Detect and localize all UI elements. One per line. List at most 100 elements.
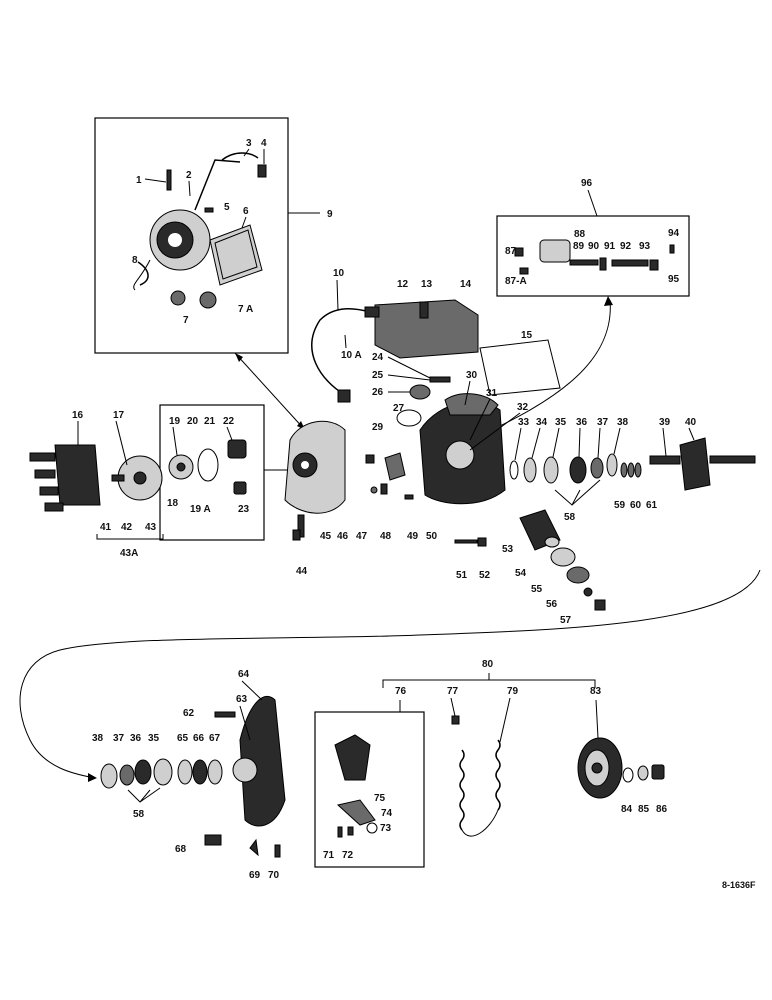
arrowhead-38 — [88, 773, 97, 782]
label-65: 65 — [177, 733, 189, 744]
part-26 — [409, 384, 431, 400]
label-4: 4 — [261, 138, 267, 149]
label-70: 70 — [268, 870, 280, 881]
end-cover-64 — [214, 695, 286, 827]
bracket-58b — [127, 787, 161, 803]
label-54: 54 — [515, 568, 527, 579]
label-19a: 19 A — [190, 504, 211, 515]
label-14: 14 — [460, 279, 472, 290]
label-56: 56 — [546, 599, 558, 610]
label-57: 57 — [560, 615, 572, 626]
label-36: 36 — [576, 417, 588, 428]
label-55: 55 — [531, 584, 543, 595]
inset-box-9 — [94, 117, 289, 354]
arrow-9-to-45 — [234, 352, 306, 431]
label-39: 39 — [659, 417, 671, 428]
part-70 — [274, 844, 281, 858]
gasket-15 — [479, 339, 561, 396]
washer-85 — [637, 765, 649, 781]
label-10a: 10 A — [341, 350, 362, 361]
label-73: 73 — [380, 823, 392, 834]
bracket-80 — [382, 679, 596, 688]
ring-35b — [153, 758, 173, 786]
label-43: 43 — [145, 522, 157, 533]
label-83: 83 — [590, 686, 602, 697]
label-58: 58 — [564, 512, 576, 523]
part-72 — [347, 826, 354, 836]
part-77 — [451, 715, 460, 725]
label-29: 29 — [372, 422, 384, 433]
part-60 — [627, 462, 635, 478]
governor-75 — [334, 734, 371, 781]
label-3: 3 — [246, 138, 252, 149]
label-58b: 58 — [133, 809, 145, 820]
nut-86 — [651, 764, 665, 780]
magnet-53 — [519, 509, 561, 551]
label-23: 23 — [238, 504, 250, 515]
part-61 — [634, 462, 642, 478]
part-5 — [204, 207, 214, 213]
label-50: 50 — [426, 531, 438, 542]
label-40: 40 — [685, 417, 697, 428]
part-69 — [249, 838, 259, 857]
label-20: 20 — [187, 416, 199, 427]
label-7a: 7 A — [238, 304, 253, 315]
label-37: 37 — [597, 417, 609, 428]
rotor-shaft-39-40 — [649, 437, 756, 491]
label-6: 6 — [243, 206, 249, 217]
label-59: 59 — [614, 500, 626, 511]
arrow-40-to-38 — [19, 569, 761, 779]
part-7a — [199, 291, 217, 309]
part-55 — [566, 566, 590, 584]
impulse-coupling-83 — [577, 737, 623, 799]
label-80: 80 — [482, 659, 494, 670]
label-74: 74 — [381, 808, 393, 819]
label-49: 49 — [407, 531, 419, 542]
label-51: 51 — [456, 570, 468, 581]
label-79: 79 — [507, 686, 519, 697]
label-62: 62 — [183, 708, 195, 719]
label-37b: 37 — [113, 733, 125, 744]
label-84: 84 — [621, 804, 633, 815]
label-91: 91 — [604, 241, 616, 252]
label-87: 87 — [505, 246, 517, 257]
label-26: 26 — [372, 387, 384, 398]
part-46 — [384, 452, 406, 481]
label-25: 25 — [372, 370, 384, 381]
arrowhead-96 — [604, 296, 613, 306]
label-31: 31 — [486, 388, 498, 399]
label-88: 88 — [574, 229, 586, 240]
gasket-20-21 — [197, 448, 219, 482]
label-38: 38 — [617, 417, 629, 428]
label-85: 85 — [638, 804, 650, 815]
label-61: 61 — [646, 500, 658, 511]
label-93: 93 — [639, 241, 651, 252]
label-92: 92 — [620, 241, 632, 252]
label-5: 5 — [224, 202, 230, 213]
part-68 — [204, 834, 222, 846]
rotor-assembly — [111, 455, 163, 501]
gasket-6 — [209, 224, 263, 286]
cable-10 — [311, 306, 380, 403]
bushing-22 — [227, 439, 247, 459]
label-64: 64 — [238, 669, 250, 680]
label-21: 21 — [204, 416, 216, 427]
part-52 — [477, 537, 487, 547]
ring-66 — [192, 759, 208, 785]
part-4 — [257, 164, 267, 178]
distributor-cap-16 — [29, 444, 101, 512]
inset-box-76 — [314, 711, 425, 868]
label-76: 76 — [395, 686, 407, 697]
label-19: 19 — [169, 416, 181, 427]
label-71: 71 — [323, 850, 335, 861]
part-48 — [380, 483, 388, 495]
ring-35 — [543, 456, 559, 484]
label-89: 89 — [573, 241, 585, 252]
screw-51 — [454, 539, 478, 544]
label-22: 22 — [223, 416, 235, 427]
label-41: 41 — [100, 522, 112, 533]
part-49 — [404, 494, 414, 500]
race-37b — [119, 764, 135, 786]
label-12: 12 — [397, 279, 409, 290]
